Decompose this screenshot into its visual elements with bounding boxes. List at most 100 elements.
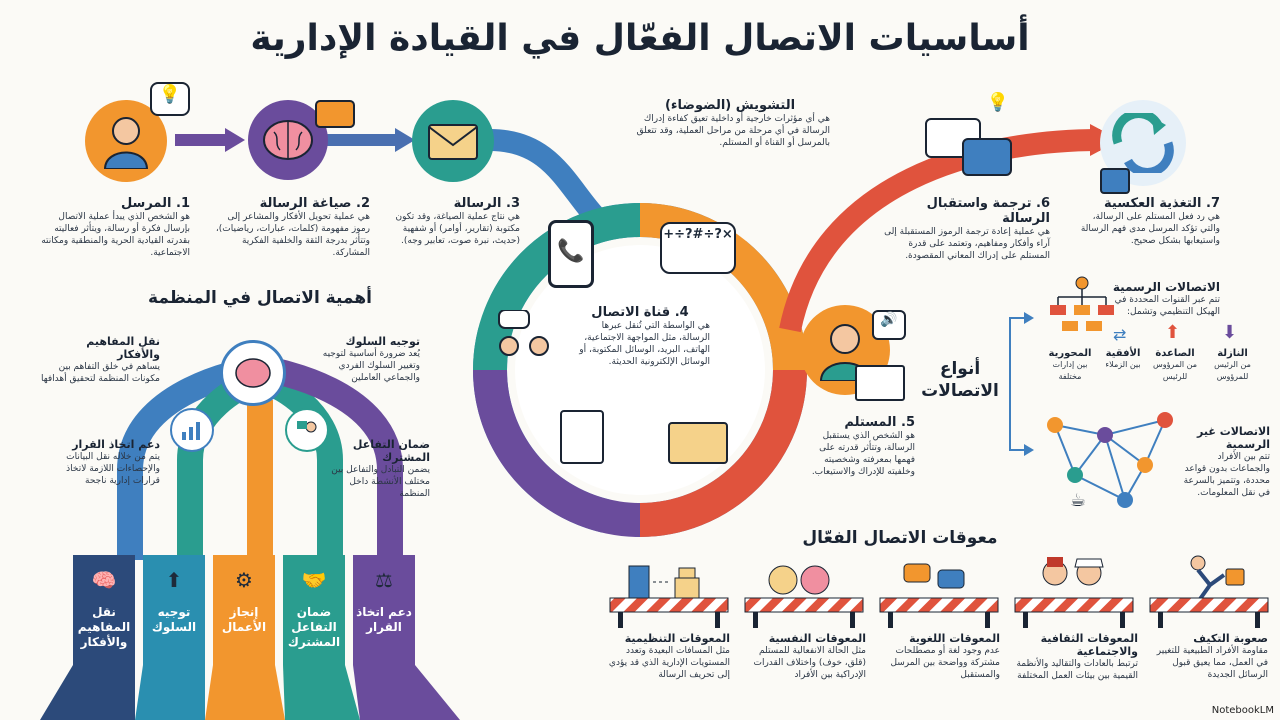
flow-arrow-to-feedback <box>779 129 1101 333</box>
worried-face-icon <box>765 560 835 600</box>
types-title: أنواع الاتصالات <box>921 359 999 401</box>
step-2: 2. صياغة الرسالة هي عملية تحويل الأفكار … <box>210 196 370 259</box>
noise-symbols: +÷?#÷?× <box>663 227 733 242</box>
thumbs-up-icon <box>1100 168 1130 194</box>
pillar-label-5: دعم اتخاذ القرار <box>356 605 412 634</box>
direction-arrows-icon: ⬆ <box>165 568 183 592</box>
book-icon <box>855 365 905 401</box>
informal-title: الاتصالات غير الرسمية <box>1197 425 1270 451</box>
step-4: 4. قناة الاتصال هي الواسطة التي تُنقل عب… <box>570 305 710 368</box>
noise-desc: هي أي مؤثرات خارجية أو داخلية تعيق كفاءة… <box>636 114 830 148</box>
envelope-icon <box>412 100 494 182</box>
gavel-icon: ⚖ <box>375 568 393 592</box>
arrow-left-right-icon: ⇄ <box>1113 325 1127 344</box>
gear-check-icon: ⚙ <box>235 568 253 592</box>
step-5: 5. المستلم هو الشخص الذي يستقبل الرسالة،… <box>800 415 915 478</box>
types-bracket <box>1009 317 1030 451</box>
formal-desc: تتم عبر القنوات المحددة في الهيكل التنظي… <box>1114 295 1220 317</box>
importance-title: أهمية الاتصال في المنظمة <box>148 288 372 308</box>
step-1: 1. المرسل هو الشخص الذي يبدأ عملية الاتص… <box>40 196 190 259</box>
coffee-cup-icon: ☕ <box>1070 490 1087 511</box>
handshake-icon: 🤝 <box>301 568 327 592</box>
importance-item-3: دعم اتخاذ القرار يتم من خلاله نقل البيان… <box>66 438 160 486</box>
ring-segment-red <box>639 369 807 537</box>
barrier-cultural: المعوقات الثقافية والاجتماعية ترتبط بالع… <box>1016 632 1138 681</box>
barrier-gate-1 <box>609 597 729 628</box>
watermark: NotebookLM <box>1211 705 1274 716</box>
step-3: 3. الرسالة هي نتاج عملية الصياغة، وقد تك… <box>385 196 520 247</box>
barrier-gates <box>609 597 1269 628</box>
conversation-icon <box>495 309 555 366</box>
speaker-icon: 🔊 <box>872 310 906 340</box>
head-gears-icon: 🧠 <box>91 568 117 592</box>
document-icon <box>560 410 604 464</box>
step-7-desc: هي رد فعل المستلم على الرسالة، والتي تؤك… <box>1080 212 1220 246</box>
person-icon <box>103 117 149 169</box>
importance-item-1: نقل المفاهيم والأفكار يساهم في خلق التفا… <box>40 335 160 384</box>
pillar-label-3: إنجاز الأعمال <box>221 605 267 634</box>
step-6-title: 6. ترجمة واستقبال الرسالة <box>926 196 1050 226</box>
formal-kind-axial: المحورية بين إدارات مختلفة <box>1048 348 1092 381</box>
sender-avatar <box>85 100 167 182</box>
informal-comm: الاتصالات غير الرسمية تتم بين الأفراد وا… <box>1180 425 1270 499</box>
pillar-label-4: ضمان التفاعل المشترك <box>287 605 341 649</box>
step-2-desc: هي عملية تحويل الأفكار والمشاعر إلى رموز… <box>215 212 370 258</box>
step-7: 7. التغذية العكسية هي رد فعل المستلم على… <box>1080 196 1220 247</box>
barrier-adaptation: صعوبة التكيف مقاومة الأفراد الطبيعية للت… <box>1156 632 1268 680</box>
mail-icon <box>668 422 728 464</box>
barrier-gate-3 <box>879 597 999 628</box>
barrier-linguistic: المعوقات اللغوية عدم وجود لغة أو مصطلحات… <box>890 632 1000 680</box>
ring-segment-purple <box>473 369 641 537</box>
step-3-title: 3. الرسالة <box>453 196 520 211</box>
step-5-title: 5. المستلم <box>844 415 915 430</box>
bar-chart-icon <box>170 408 214 452</box>
network-bubble-icon <box>962 138 1012 176</box>
brain-network-icon <box>220 340 286 406</box>
flow-arrowhead-1-2 <box>225 128 245 152</box>
barrier-gate-2 <box>744 597 864 628</box>
arrow-down-icon: ⬇ <box>1222 322 1238 343</box>
page-title: أساسيات الاتصال الفعّال في القيادة الإدا… <box>250 18 1030 59</box>
arrow-up-icon: ⬆ <box>1165 322 1181 343</box>
step-2-title: 2. صياغة الرسالة <box>259 196 370 211</box>
feedback-cycle-icon <box>1100 100 1186 186</box>
org-chart-icon <box>1040 275 1125 335</box>
step-7-title: 7. التغذية العكسية <box>1104 196 1220 211</box>
step-3-desc: هي نتاج عملية الصياغة، وقد تكون مكتوبة (… <box>395 212 520 246</box>
barrier-gate-5 <box>1149 597 1269 628</box>
speech-bubble-icon <box>315 100 355 128</box>
step-4-title: 4. قناة الاتصال <box>591 305 689 320</box>
step-6: 6. ترجمة واستقبال الرسالة هي عملية إعادة… <box>880 196 1050 262</box>
ring-segment-teal <box>473 203 641 371</box>
phone-icon: 📞 <box>548 220 594 288</box>
step-1-title: 1. المرسل <box>120 196 190 211</box>
barrier-psychological: المعوقات النفسية مثل الحالة الانفعالية ل… <box>753 632 866 680</box>
importance-item-2: توجيه السلوك يُعد ضرورة أساسية لتوجيه وت… <box>322 335 420 383</box>
lightbulb-icon-2: 💡 <box>986 92 1010 113</box>
formal-kind-downward: النازلة من الرئيس للمرؤوس <box>1214 348 1251 381</box>
person-pushing-lock-icon <box>1180 555 1250 601</box>
buildings-hierarchy-icon <box>625 558 705 600</box>
noise-block: التشويش (الضوضاء) هي أي مؤثرات خارجية أو… <box>630 98 830 149</box>
brain-icon <box>248 100 328 180</box>
step-1-desc: هو الشخص الذي يبدأ عملية الاتصال بإرسال … <box>41 212 190 258</box>
step-5-desc: هو الشخص الذي يستقبل الرسالة، وتتأثر قدر… <box>811 431 915 477</box>
language-bubbles-icon <box>900 560 970 600</box>
formal-title: الاتصالات الرسمية <box>1112 280 1220 294</box>
importance-item-4: ضمان التفاعل المشترك يضمن التبادل والتفا… <box>331 438 430 499</box>
cultural-people-icon <box>1035 555 1110 600</box>
pillar-label-2: توجيه السلوك <box>151 605 197 634</box>
barrier-gate-4 <box>1014 597 1134 628</box>
lightbulb-icon: 💡 <box>150 82 190 116</box>
informal-desc: تتم بين الأفراد والجماعات بدون قواعد محد… <box>1183 452 1270 498</box>
step-4-desc: هي الواسطة التي تُنقل عبرها الرسالة، مثل… <box>579 321 710 367</box>
formal-kind-upward: الصاعدة من المرؤوس للرئيس <box>1152 348 1198 381</box>
pillar-label-1: نقل المفاهيم والأفكار <box>77 605 131 649</box>
formal-comm: الاتصالات الرسمية تتم عبر القنوات المحدد… <box>1100 280 1220 318</box>
step-6-desc: هي عملية إعادة ترجمة الرموز المستقبلة إل… <box>884 227 1050 261</box>
formal-kind-horizontal: الأفقية بين الزملاء <box>1105 348 1141 369</box>
noise-symbols-bubble: +÷?#÷?× <box>660 222 736 274</box>
informal-network-icon <box>1035 405 1185 515</box>
barrier-organizational: المعوقات التنظيمية مثل المسافات البعيدة … <box>608 632 730 680</box>
presenter-icon <box>285 408 329 452</box>
